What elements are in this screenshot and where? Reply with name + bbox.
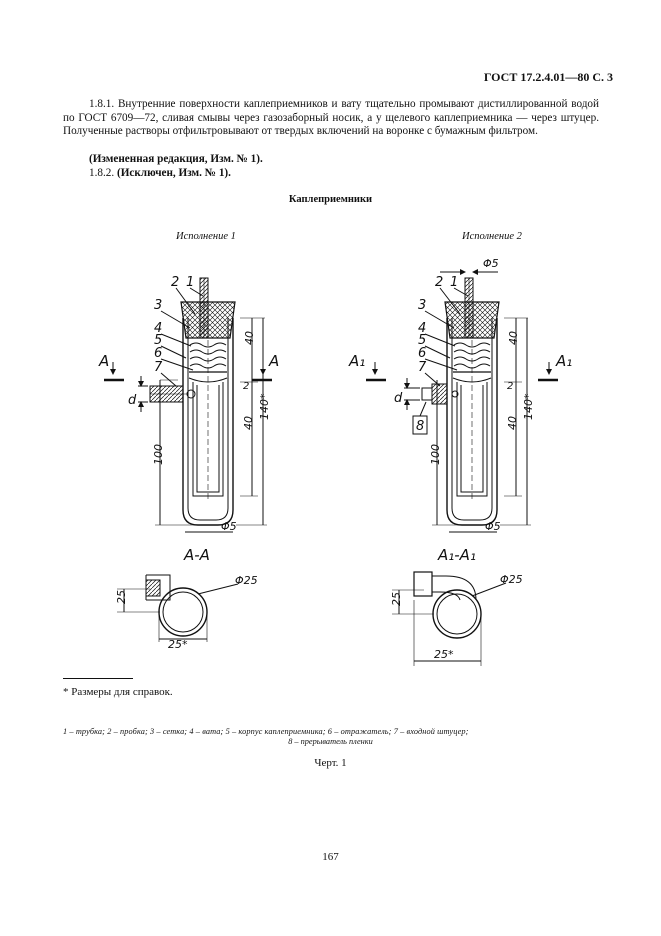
paragraph-1-8-1: 1.8.1. Внутренние поверхности каплеприем…	[63, 98, 599, 138]
section-a-a-label: А-А	[183, 546, 210, 564]
svg-text:40: 40	[506, 416, 519, 430]
svg-text:d: d	[394, 391, 403, 406]
variant-2-label: Исполнение 2	[462, 231, 522, 242]
svg-text:4: 4	[154, 321, 162, 336]
svg-text:7: 7	[154, 360, 163, 375]
svg-text:2: 2	[243, 381, 249, 392]
svg-text:100: 100	[429, 444, 442, 465]
svg-text:3: 3	[418, 298, 426, 313]
svg-text:7: 7	[418, 360, 427, 375]
page-header: ГОСТ 17.2.4.01—80 С. 3	[483, 70, 613, 84]
footnote-separator	[63, 678, 133, 679]
svg-text:40: 40	[243, 331, 256, 345]
paragraph-amendment: (Измененная редакция, Изм. № 1).	[89, 153, 263, 165]
figure-caption: Каплеприемники	[288, 194, 373, 205]
section-a-a: А-А 25 25* Φ25	[115, 546, 258, 651]
svg-text:40: 40	[242, 416, 255, 430]
svg-text:6: 6	[154, 346, 162, 361]
svg-text:3: 3	[154, 298, 162, 313]
footnote: * Размеры для справок.	[63, 686, 173, 698]
paragraph-1-8-2-number: 1.8.2.	[89, 167, 115, 179]
svg-text:Φ5: Φ5	[485, 520, 501, 533]
svg-text:25: 25	[115, 590, 128, 604]
section-mark-a-left: А	[98, 352, 109, 370]
svg-text:25: 25	[390, 592, 403, 606]
svg-text:А₁: А₁	[555, 352, 572, 370]
section-a1-a1-label: А₁-А₁	[437, 546, 476, 564]
section-mark-a-right: А	[268, 352, 279, 370]
variant-1-drawing: 2 1 3 4 5 6 7 А А d 100	[98, 275, 279, 533]
svg-text:Φ5: Φ5	[483, 257, 499, 270]
svg-text:6: 6	[418, 346, 426, 361]
svg-text:5: 5	[154, 333, 162, 348]
svg-text:d: d	[128, 393, 137, 408]
svg-text:100: 100	[152, 444, 165, 465]
svg-text:8: 8	[416, 419, 424, 434]
legend-line-2: 8 – прерыватель пленки	[288, 737, 373, 746]
svg-text:25*: 25*	[434, 648, 454, 661]
variant-2-drawing: Φ5 2 1 3 4 5 6 7 8 А₁ А₁ d 100	[348, 257, 572, 533]
svg-text:40: 40	[507, 331, 520, 345]
variant-1-label: Исполнение 1	[176, 231, 236, 242]
page-number: 167	[322, 851, 339, 863]
svg-text:А₁: А₁	[348, 352, 365, 370]
svg-text:140*: 140*	[522, 393, 535, 420]
paragraph-1-8-2: 1.8.2. (Исключен, Изм. № 1).	[63, 167, 599, 181]
svg-text:140*: 140*	[258, 393, 271, 420]
section-a1-a1: А₁-А₁ 25 25* Φ25	[390, 546, 523, 666]
legend-line-1: 1 – трубка; 2 – пробка; 3 – сетка; 4 – в…	[63, 727, 469, 736]
svg-text:5: 5	[418, 333, 426, 348]
paragraph-1-8-2-text: (Исключен, Изм. № 1).	[116, 167, 231, 179]
svg-text:2: 2	[171, 275, 179, 290]
svg-text:1: 1	[186, 275, 194, 290]
svg-text:Φ25: Φ25	[235, 574, 258, 587]
svg-text:4: 4	[418, 321, 426, 336]
svg-text:Φ25: Φ25	[500, 573, 523, 586]
svg-text:2: 2	[435, 275, 443, 290]
svg-text:25*: 25*	[168, 638, 188, 651]
svg-text:1: 1	[450, 275, 458, 290]
svg-text:Φ5: Φ5	[221, 520, 237, 533]
figure-number: Черт. 1	[314, 757, 347, 769]
svg-text:2: 2	[507, 381, 513, 392]
